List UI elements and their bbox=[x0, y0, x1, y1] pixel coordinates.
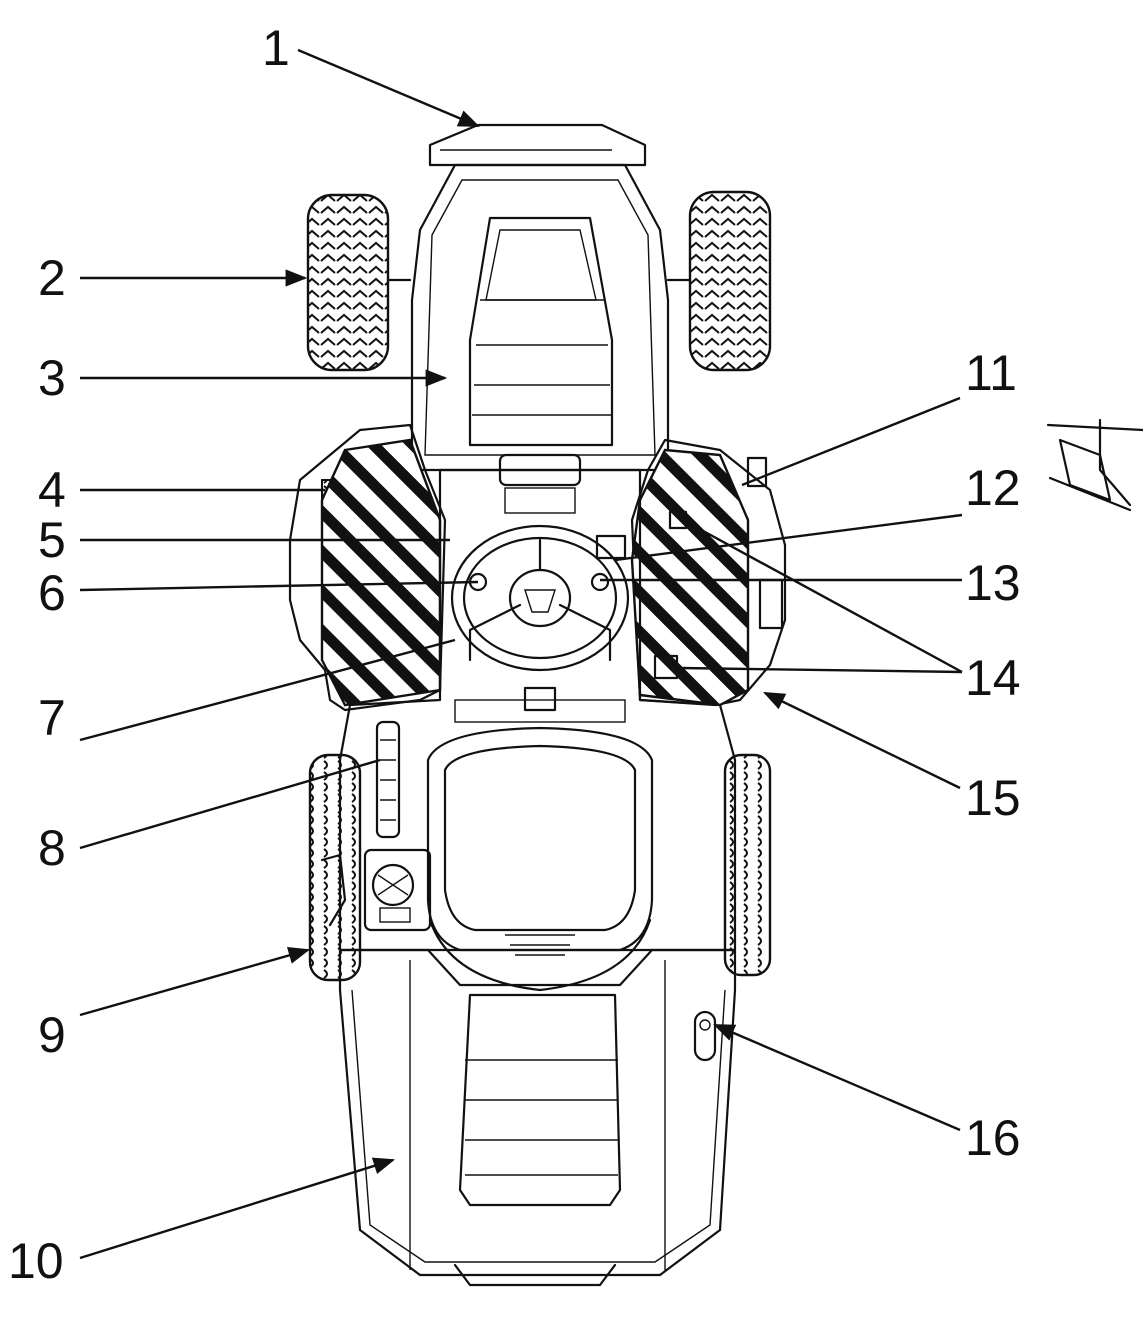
leader-16 bbox=[713, 1023, 961, 1132]
callout-9: 9 bbox=[38, 1007, 66, 1063]
left-floor-mat bbox=[320, 438, 442, 707]
callout-12: 12 bbox=[965, 460, 1021, 516]
callout-8: 8 bbox=[38, 820, 66, 876]
steering-wheel bbox=[450, 524, 630, 672]
leader-9 bbox=[79, 947, 311, 1017]
hood bbox=[410, 163, 670, 514]
leader-7 bbox=[79, 638, 456, 742]
fuel-cap bbox=[363, 848, 432, 932]
callout-5: 5 bbox=[38, 512, 66, 568]
callout-11: 11 bbox=[965, 345, 1017, 401]
front-right-tire bbox=[666, 190, 772, 372]
callout-4: 4 bbox=[38, 462, 66, 518]
leader-6 bbox=[79, 580, 479, 592]
seat bbox=[426, 726, 654, 992]
leader-11 bbox=[741, 396, 961, 487]
leader-1 bbox=[297, 48, 480, 128]
right-pedal bbox=[653, 654, 679, 680]
leader-10 bbox=[79, 1157, 396, 1260]
rear-left-tire bbox=[308, 753, 362, 982]
callout-16: 16 bbox=[965, 1110, 1021, 1166]
leader-12 bbox=[614, 513, 963, 562]
leader-lines bbox=[79, 48, 963, 1260]
leader-8 bbox=[79, 758, 381, 850]
callout-15: 15 bbox=[965, 770, 1021, 826]
front-bumper bbox=[428, 123, 647, 167]
rear-latch bbox=[693, 1010, 717, 1062]
callout-3: 3 bbox=[38, 350, 66, 406]
front-left-tire bbox=[306, 193, 412, 372]
callout-14: 14 bbox=[965, 650, 1021, 706]
callout-13: 13 bbox=[965, 555, 1021, 611]
callout-7: 7 bbox=[38, 690, 66, 746]
leader-14a bbox=[682, 518, 963, 674]
callout-2: 2 bbox=[38, 250, 66, 306]
callout-10: 10 bbox=[8, 1233, 64, 1289]
right-fender bbox=[630, 438, 787, 707]
mower-body bbox=[288, 123, 787, 1287]
inset-detail bbox=[1046, 418, 1143, 512]
control-knob-right bbox=[590, 572, 610, 592]
callout-1: 1 bbox=[262, 20, 290, 76]
leader-14b bbox=[679, 666, 963, 674]
right-floor-mat bbox=[630, 448, 750, 707]
rear-right-tire bbox=[723, 753, 772, 977]
right-control bbox=[668, 510, 688, 530]
key-switch bbox=[595, 534, 627, 560]
callout-6: 6 bbox=[38, 565, 66, 621]
grass-collector bbox=[338, 948, 737, 1287]
height-adjust-lever bbox=[375, 720, 401, 839]
callout-labels: 1 2 3 4 5 6 7 8 9 10 11 12 13 14 15 16 bbox=[8, 20, 1021, 1289]
leader-15 bbox=[763, 691, 961, 790]
